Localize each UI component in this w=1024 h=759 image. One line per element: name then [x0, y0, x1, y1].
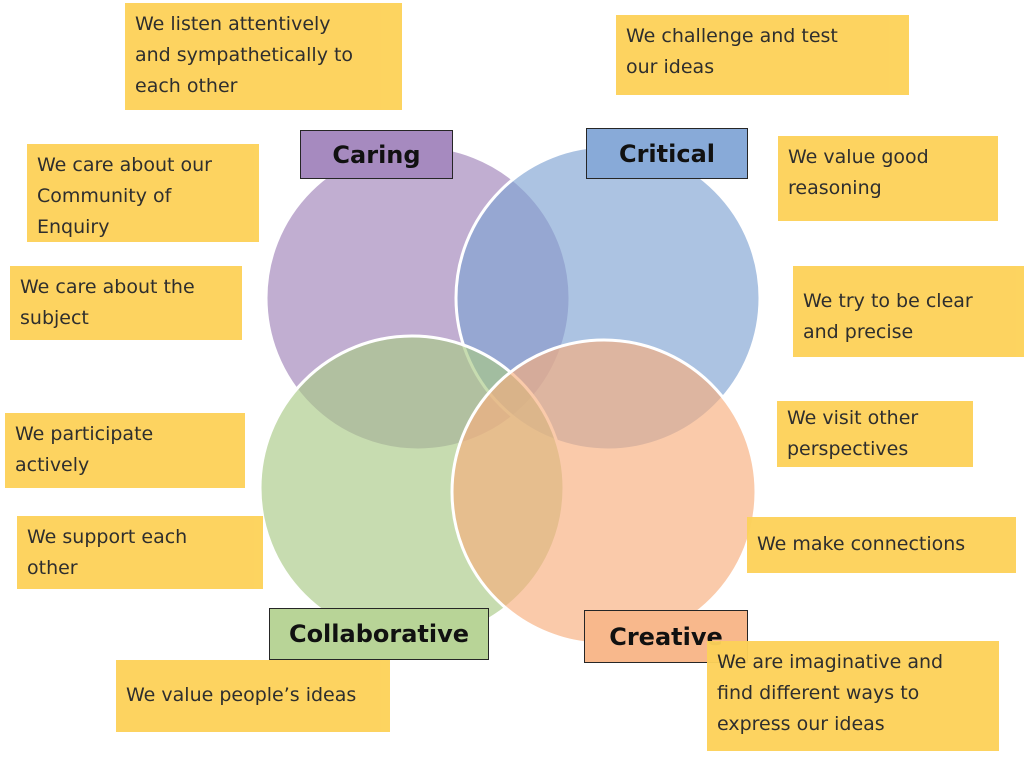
- creative-circle: [450, 338, 758, 646]
- note-participate: We participate actively: [5, 413, 245, 488]
- note-value-ideas: We value people’s ideas: [116, 660, 390, 732]
- note-community: We care about our Community of Enquiry: [27, 144, 259, 242]
- note-clear: We try to be clear and precise: [793, 266, 1024, 357]
- note-perspectives: We visit other perspectives: [777, 401, 973, 467]
- collaborative-label: Collaborative: [269, 608, 489, 660]
- note-subject: We care about the subject: [10, 266, 242, 340]
- note-listen: We listen attentively and sympatheticall…: [125, 3, 402, 110]
- caring-label: Caring: [300, 130, 453, 179]
- note-challenge: We challenge and test our ideas: [616, 15, 909, 95]
- note-imaginative: We are imaginative and find different wa…: [707, 641, 999, 751]
- note-reasoning: We value good reasoning: [778, 136, 998, 221]
- note-connections: We make connections: [747, 517, 1016, 573]
- note-support: We support each other: [17, 516, 263, 589]
- critical-label: Critical: [586, 128, 748, 179]
